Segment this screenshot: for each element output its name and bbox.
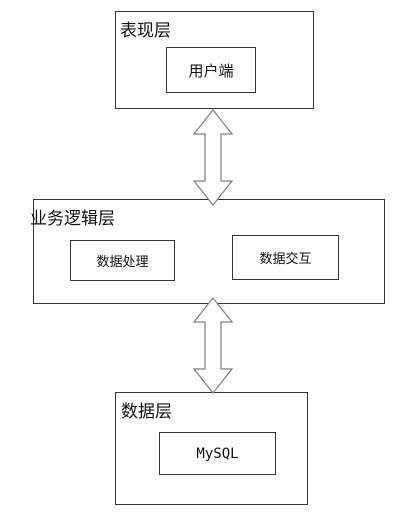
client-label: 用户端 [188, 61, 234, 80]
data-interaction-box: 数据交互 [232, 235, 339, 280]
business-logic-layer-title: 业务逻辑层 [30, 209, 115, 229]
data-layer-title: 数据层 [121, 402, 172, 422]
presentation-layer-box: 表现层 用户端 [115, 11, 314, 109]
data-processing-label: 数据处理 [96, 255, 149, 270]
mysql-box: MySQL [159, 432, 276, 475]
mysql-label: MySQL [196, 445, 239, 462]
data-processing-box: 数据处理 [70, 240, 175, 281]
presentation-layer-title: 表现层 [120, 21, 171, 41]
data-layer-box: 数据层 MySQL [115, 392, 308, 505]
double-headed-arrow-icon [192, 109, 234, 206]
business-logic-layer-box: 业务逻辑层 数据处理 数据交互 [30, 199, 385, 304]
double-headed-arrow-icon [192, 297, 234, 394]
client-box: 用户端 [166, 47, 256, 93]
data-interaction-label: 数据交互 [259, 252, 312, 267]
